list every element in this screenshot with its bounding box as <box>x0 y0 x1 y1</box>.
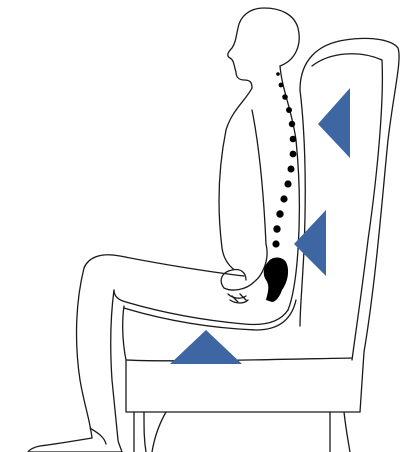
person-upper-arm <box>252 110 266 244</box>
seated-person <box>28 8 299 452</box>
spine-vertebra <box>290 151 297 158</box>
spine-vertebra <box>290 136 297 143</box>
spine-vertebra <box>272 240 279 247</box>
spine <box>264 72 297 302</box>
person-lower-leg-back <box>111 290 118 440</box>
chair-seat-cushion <box>123 306 352 361</box>
spine-vertebra <box>273 225 280 232</box>
person-head <box>228 8 299 88</box>
chair-back-cushion <box>300 90 305 326</box>
chair-mid-leg <box>152 412 166 452</box>
spine-vertebra <box>280 195 287 202</box>
chair-back-leg <box>330 412 350 452</box>
wingback-chair <box>123 38 399 452</box>
person-thigh-top <box>84 255 244 276</box>
chair-front-panel <box>126 360 360 412</box>
spine-vertebra <box>286 107 292 113</box>
person-forearm-hand <box>221 244 267 290</box>
person-foot <box>28 438 122 452</box>
spine-sacrum <box>264 258 288 303</box>
chair-front-leg <box>134 412 146 452</box>
spine-vertebra <box>282 94 288 100</box>
spine-vertebra <box>288 166 295 173</box>
spine-vertebra <box>276 210 283 217</box>
person-front-torso <box>219 88 252 276</box>
person-lower-leg <box>77 268 92 438</box>
spine-vertebra <box>284 180 291 187</box>
spine-vertebra <box>276 72 280 76</box>
spine-vertebra <box>289 121 295 127</box>
spine-vertebra <box>279 83 284 88</box>
